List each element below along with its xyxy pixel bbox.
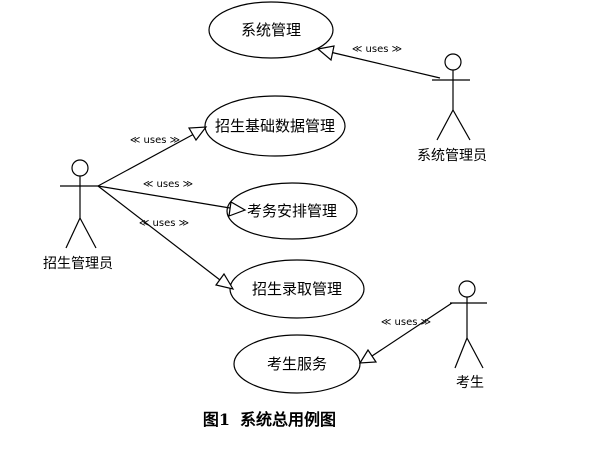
use-case-candidate-service: 考生服务 [233,334,361,394]
use-case-enrollment-data-management: 招生基础数据管理 [204,95,346,157]
association-candidate-service-label: ≪ uses ≫ [381,317,431,328]
actor-candidate [450,280,487,369]
actor-enrollment-admin [60,159,98,249]
use-case-candidate-service-label: 考生服务 [267,355,327,373]
association-exam-schedule-label: ≪ uses ≫ [143,179,193,190]
association-enrollment-admin-data-management [97,126,208,187]
use-case-system-management-label: 系统管理 [241,21,301,39]
association-admission-label: ≪ uses ≫ [139,218,189,229]
figure-number: 图1 [203,410,230,429]
association-enrollment-admin-admission [97,185,235,290]
use-case-admission-management: 招生录取管理 [229,259,365,319]
association-enrollment-admin-exam-schedule [97,185,247,217]
association-system-admin-system-management [316,45,441,79]
use-case-enrollment-data-management-label: 招生基础数据管理 [215,117,335,135]
actor-candidate-label: 考生 [456,375,484,391]
actor-system-admin-label: 系统管理员 [417,148,487,164]
use-case-exam-schedule-management-label: 考务安排管理 [247,202,337,220]
association-candidate-service [358,302,453,364]
figure-title: 系统总用例图 [240,410,336,429]
association-data-management-label: ≪ uses ≫ [130,135,180,146]
actor-enrollment-admin-label: 招生管理员 [43,256,113,272]
use-case-system-management: 系统管理 [208,1,334,59]
use-case-admission-management-label: 招生录取管理 [252,280,342,298]
actor-system-admin [432,53,471,141]
use-case-exam-schedule-management: 考务安排管理 [226,182,358,240]
association-system-admin-label: ≪ uses ≫ [352,44,402,55]
